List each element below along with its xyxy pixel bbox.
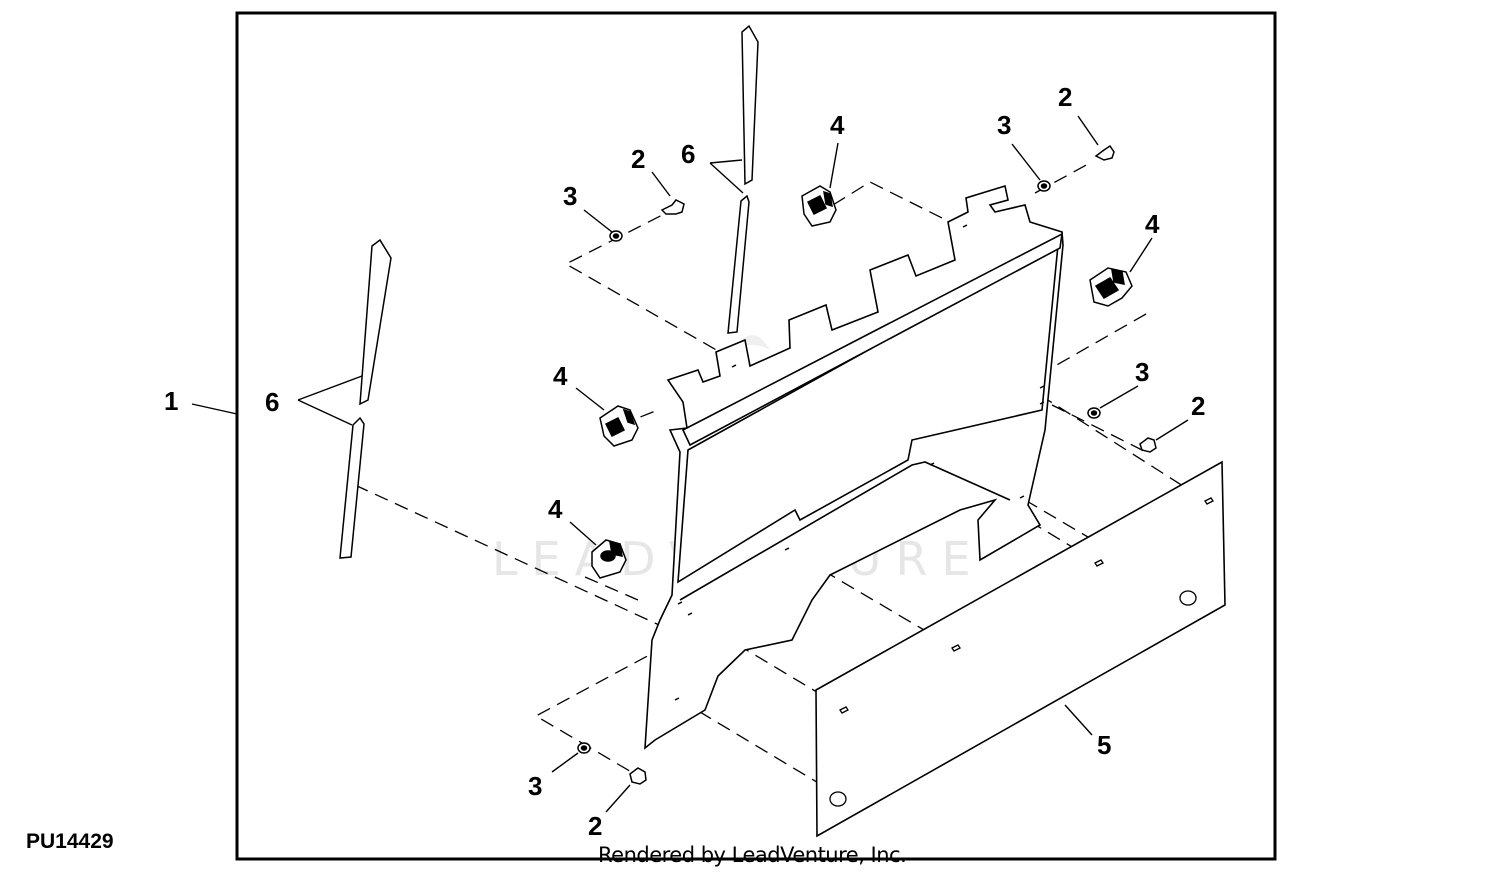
callout-labels: 1 2 2 2 2 3 3 3 3 4 4 4 4 5 6 6 bbox=[164, 82, 1205, 841]
diagram-frame bbox=[235, 11, 1277, 861]
callout-3-upper-left: 3 bbox=[563, 181, 577, 211]
callout-3-right: 3 bbox=[1135, 357, 1149, 387]
render-credit: Rendered by LeadVenture, Inc. bbox=[598, 843, 907, 867]
lower-panel bbox=[815, 460, 1226, 838]
rear-window-panel bbox=[644, 184, 1064, 750]
weatherstrip-left bbox=[339, 238, 392, 559]
callout-3-lower: 3 bbox=[528, 771, 542, 801]
screws bbox=[629, 144, 1157, 785]
clip-middle bbox=[599, 405, 639, 447]
callout-4-middle: 4 bbox=[553, 361, 568, 391]
clip-right bbox=[1089, 267, 1133, 307]
callout-4-upper: 4 bbox=[830, 110, 845, 140]
clip-lower bbox=[591, 539, 627, 579]
callout-2-upper-left: 2 bbox=[631, 144, 645, 174]
panel-holes bbox=[674, 224, 1045, 701]
callout-2-lower: 2 bbox=[588, 811, 602, 841]
leader-lines bbox=[191, 115, 1189, 813]
callout-5: 5 bbox=[1097, 730, 1111, 760]
callout-2-right: 2 bbox=[1191, 391, 1205, 421]
callout-2-upper-right: 2 bbox=[1058, 82, 1072, 112]
callout-1: 1 bbox=[164, 386, 178, 416]
washers bbox=[577, 180, 1101, 754]
lower-panel-fasteners bbox=[829, 497, 1214, 807]
clip-upper bbox=[801, 185, 837, 227]
callout-4-right: 4 bbox=[1145, 209, 1160, 239]
callout-4-lower: 4 bbox=[548, 494, 563, 524]
callout-6-left: 6 bbox=[265, 387, 279, 417]
callout-6-upper: 6 bbox=[681, 139, 695, 169]
figure-id: PU14429 bbox=[26, 830, 114, 853]
callout-3-upper-right: 3 bbox=[997, 110, 1011, 140]
weatherstrip-upper bbox=[727, 24, 759, 334]
